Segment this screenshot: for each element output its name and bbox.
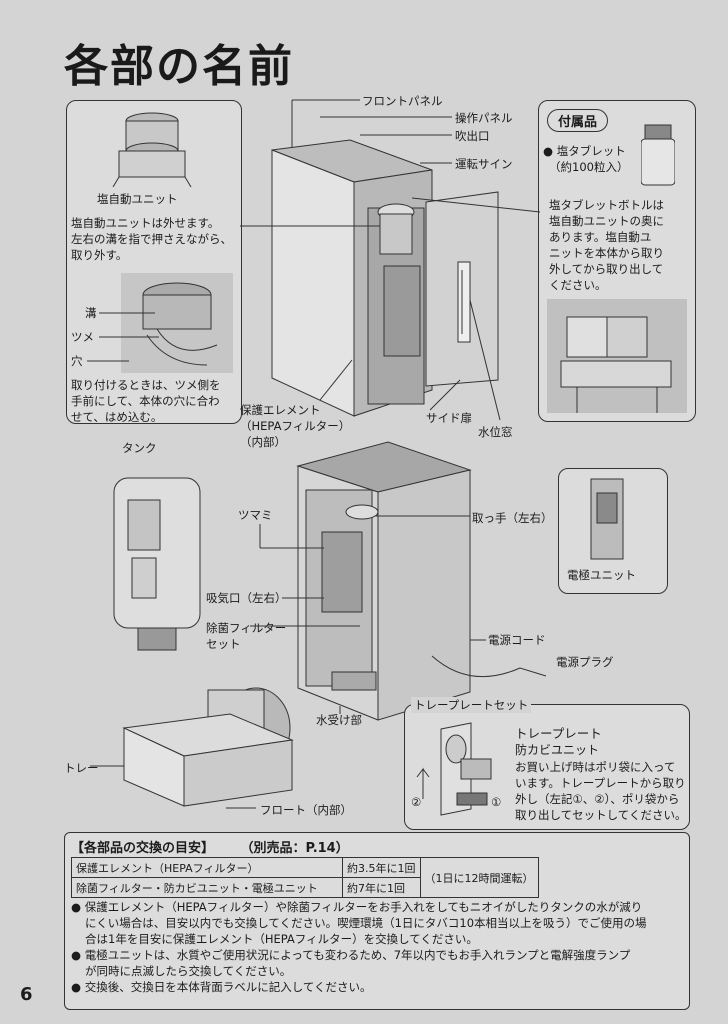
tray-set-desc-line: 外し（左記①、②）、ポリ袋から <box>515 792 680 806</box>
accessory-item-line: （約100粒入） <box>549 160 629 174</box>
outlet-label: 吹出口 <box>455 129 490 143</box>
tray-plate-illustration <box>411 719 511 823</box>
bact-filter-label-line: セット <box>206 637 241 651</box>
condition-cell: （1日に12時間運転） <box>419 857 539 898</box>
top-leader-lines <box>0 0 728 460</box>
run-sign-label: 運転サイン <box>455 157 513 171</box>
tank-label: タンク <box>122 441 157 455</box>
accessory-desc-line: 塩タブレットボトルは <box>549 198 664 212</box>
bottom-leader-lines <box>0 420 728 840</box>
part-cell: 保護エレメント（HEPAフィルター） <box>71 857 343 878</box>
table-row: 除菌フィルター・防カビユニット・電極ユニット 約7年に1回 <box>71 877 539 898</box>
salt-removal-illustration <box>121 273 233 373</box>
groove-label: 溝 <box>85 306 97 320</box>
mold-unit-label: 防カビユニット <box>515 743 600 757</box>
period-cell: 約3.5年に1回 <box>342 857 421 878</box>
salt-bottle-icon <box>641 123 675 187</box>
accessory-desc-line: 塩自動ユニットの奥に <box>549 214 664 228</box>
side-door-label: サイド扉 <box>426 411 472 425</box>
note-line: にくい場合は、目安以内でも交換してください。喫煙環境（1日にタバコ10本相当以上… <box>85 916 647 930</box>
control-panel-label: 操作パネル <box>455 111 513 125</box>
replacement-heading: 【各部品の交換の目安】 <box>71 841 215 856</box>
water-window-label: 水位窓 <box>478 425 513 439</box>
handle-label: 取っ手（左右） <box>472 511 553 525</box>
power-cord-label: 電源コード <box>488 633 546 647</box>
note-line: ● 保護エレメント（HEPAフィルター）や除菌フィルターをお手入れをしてもニオイ… <box>71 900 643 914</box>
note-line: ● 電極ユニットは、水質やご使用状況によっても変わるため、7年以内でもお手入れラ… <box>71 948 631 962</box>
tray-label: トレー <box>64 761 99 775</box>
table-row: 保護エレメント（HEPAフィルター） 約3.5年に1回 （1日に12時間運転） <box>71 857 539 898</box>
knob-label: ツマミ <box>238 508 273 522</box>
salt-leader-lines <box>67 101 241 423</box>
accessory-item-line: ● 塩タブレット <box>543 144 626 158</box>
bact-filter-label-line: 除菌フィルター <box>206 621 287 635</box>
top-unit-illustration <box>262 130 522 430</box>
intake-label: 吸気口（左右） <box>206 591 287 605</box>
front-panel-label: フロントパネル <box>362 94 443 108</box>
accessory-desc-line: 外してから取り出して <box>549 262 664 276</box>
note-line: 合は1年を目安に保護エレメント（HEPAフィルター）を交換してください。 <box>85 932 478 946</box>
electrode-unit-box: 電極ユニット <box>558 468 668 594</box>
tab-label: ツメ <box>71 330 94 344</box>
tank-illustration <box>108 462 206 662</box>
accessories-box: 付属品 ● 塩タブレット （約100粒入） 塩タブレットボトルは 塩自動ユニット… <box>538 100 696 422</box>
replacement-table: 保護エレメント（HEPAフィルター） 約3.5年に1回 （1日に12時間運転） … <box>71 857 539 898</box>
electrode-unit-label: 電極ユニット <box>567 568 636 582</box>
salt-attach-line: 手前にして、本体の穴に合わ <box>71 394 220 408</box>
bottle-location-illustration <box>547 299 687 413</box>
step1-label: ① <box>491 795 502 809</box>
hole-label: 穴 <box>71 354 83 368</box>
tray-plate-label: トレープレート <box>515 726 602 741</box>
note-line: ● 交換後、交換日を本体背面ラベルに記入してください。 <box>71 980 372 994</box>
salt-unit-illustration <box>107 107 197 189</box>
note-line: が同時に点滅したら交換してください。 <box>85 964 292 978</box>
salt-attach-line: 取り付けるときは、ツメ側を <box>71 378 221 392</box>
step2-label: ② <box>411 795 422 809</box>
salt-attach-line: せて、はめ込む。 <box>71 410 163 424</box>
salt-note-line: 取り外す。 <box>71 248 128 262</box>
accessory-desc-line: ニットを本体から取り <box>549 246 664 260</box>
accessory-desc-line: ください。 <box>549 278 607 292</box>
tray-set-desc-line: います。トレープレートから取り <box>515 776 686 790</box>
accessories-heading: 付属品 <box>547 109 609 132</box>
replacement-subheading: （別売品：P.14） <box>240 841 349 856</box>
filter-label-line: 保護エレメント <box>240 403 321 417</box>
replacement-guide-box: 【各部品の交換の目安】 （別売品：P.14） 保護エレメント（HEPAフィルター… <box>64 832 690 1010</box>
tray-set-desc-line: お買い上げ時はポリ袋に入って <box>515 760 676 774</box>
part-cell: 除菌フィルター・防カビユニット・電極ユニット <box>71 877 343 898</box>
salt-note-line: 塩自動ユニットは外せます。 <box>71 216 220 230</box>
salt-unit-box: 塩自動ユニット 塩自動ユニットは外せます。 左右の溝を指で押さえながら、 取り外… <box>66 100 242 424</box>
page-title: 各部の名前 <box>64 41 294 92</box>
salt-unit-label: 塩自動ユニット <box>97 192 178 206</box>
salt-note-line: 左右の溝を指で押さえながら、 <box>71 232 232 246</box>
electrode-unit-icon <box>587 477 627 563</box>
tray-illustration <box>120 630 300 812</box>
period-cell: 約7年に1回 <box>342 877 421 898</box>
page-number: 6 <box>20 984 33 1005</box>
filter-label-line: （内部） <box>240 435 286 449</box>
drip-tray-label: 水受け部 <box>316 713 362 727</box>
power-plug-label: 電源プラグ <box>556 655 614 669</box>
tray-plate-set-box: トレープレートセット トレープレート 防カビユニット ② ① お買い上げ時はポリ… <box>404 697 690 830</box>
tray-plate-set-heading: トレープレートセット <box>411 697 532 713</box>
accessory-desc-line: あります。塩自動ユ <box>549 230 652 244</box>
tray-set-desc-line: 取り出してセットしてください。 <box>515 808 687 822</box>
replacement-notes: ● 保護エレメント（HEPAフィルター）や除菌フィルターをお手入れをしてもニオイ… <box>71 899 647 995</box>
filter-label-line: （HEPAフィルター） <box>240 419 351 433</box>
float-label: フロート（内部） <box>260 803 352 817</box>
open-unit-illustration <box>292 420 492 740</box>
